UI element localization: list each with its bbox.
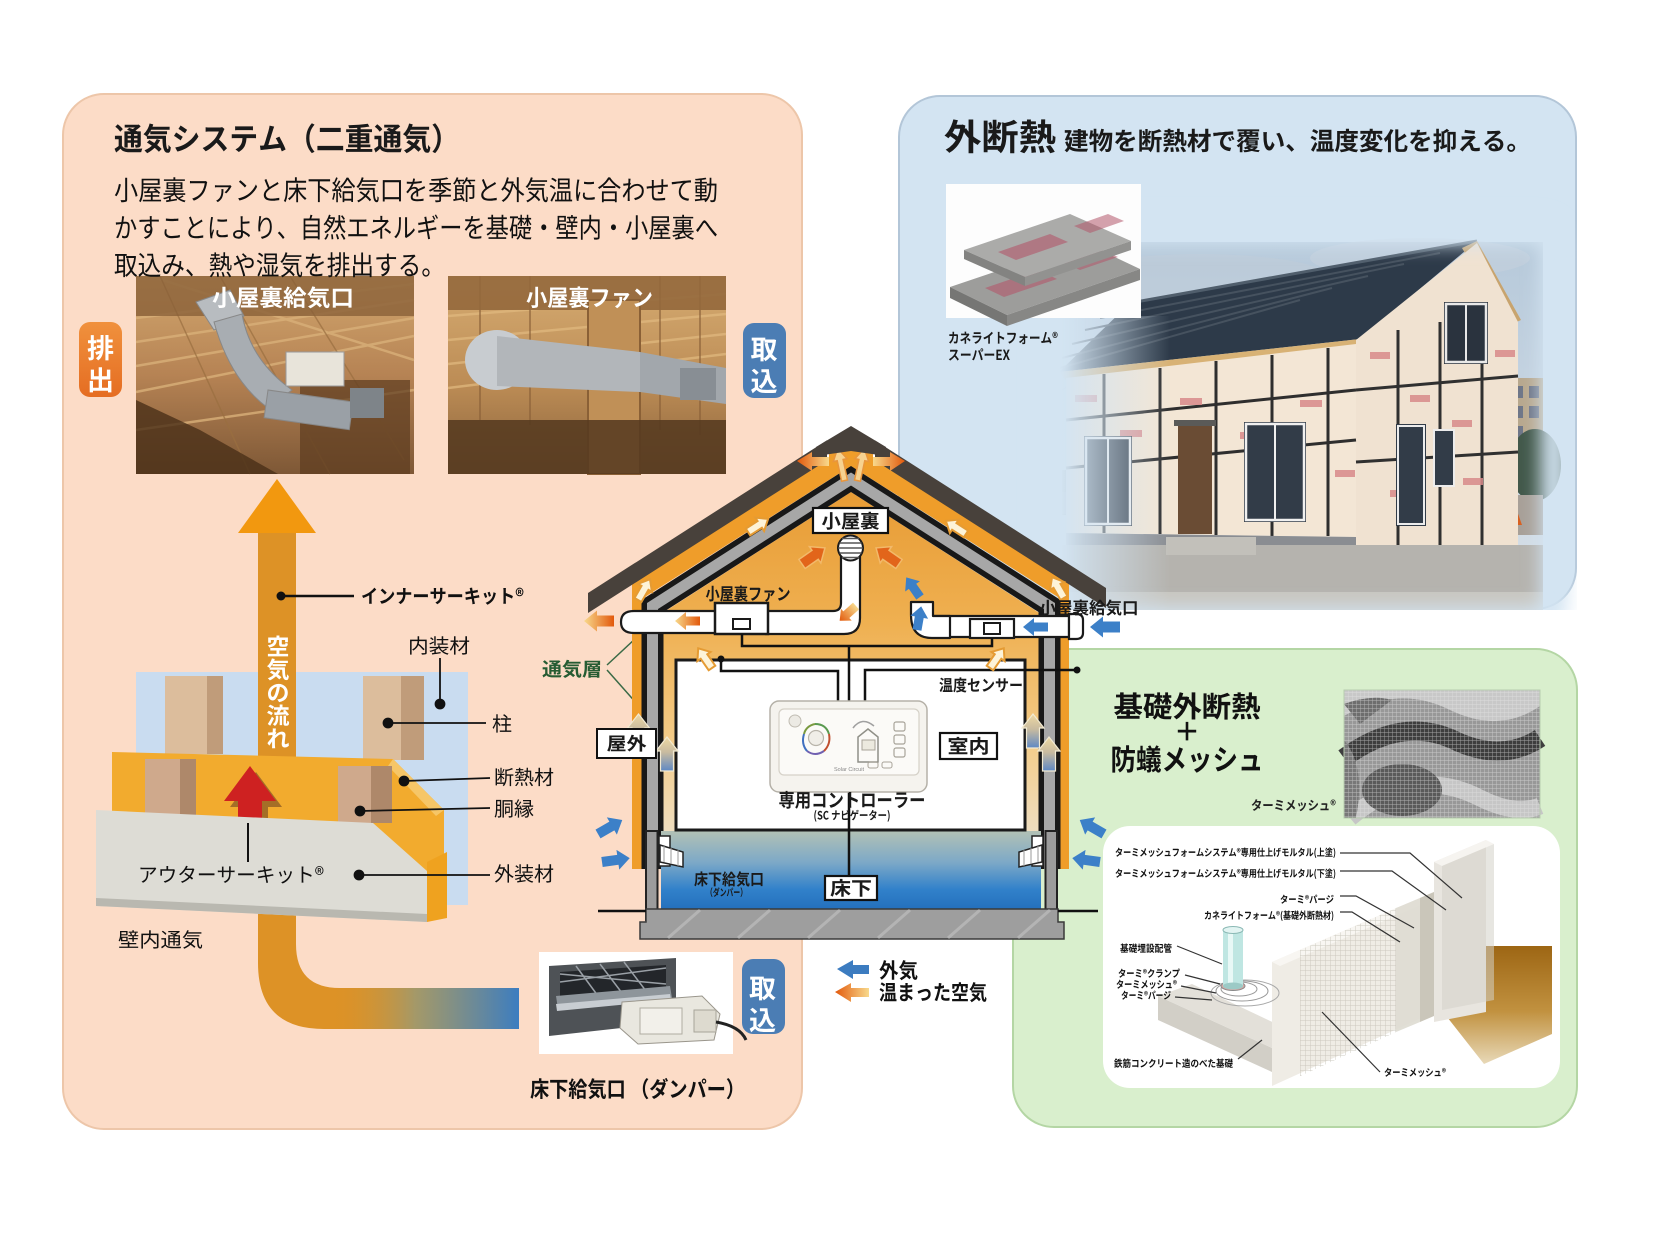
svg-text:Solar Circuit: Solar Circuit bbox=[834, 767, 864, 773]
